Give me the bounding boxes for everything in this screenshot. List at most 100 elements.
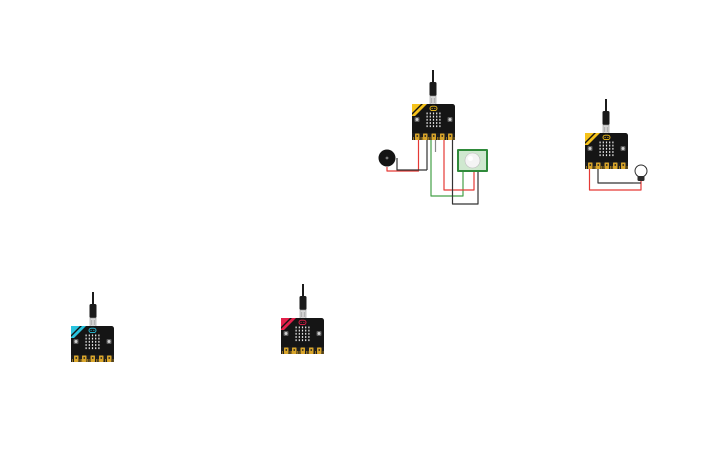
usb-cable-icon[interactable] <box>299 284 307 320</box>
led <box>85 347 87 350</box>
button-a-cap <box>588 147 592 150</box>
usb-cable-icon[interactable] <box>89 292 97 328</box>
buzzer-wire-red <box>386 140 420 172</box>
pin-tooth <box>72 359 73 362</box>
led <box>612 151 614 153</box>
usb-cable-icon[interactable] <box>429 70 437 106</box>
microbit-board-cyan[interactable] <box>71 326 114 362</box>
led <box>432 115 435 118</box>
button-b-cap <box>317 332 321 335</box>
logo-eye <box>93 329 95 331</box>
led <box>429 122 431 124</box>
microbit-board-lamp[interactable] <box>585 133 628 169</box>
led <box>612 144 614 147</box>
pin-tooth <box>601 166 602 169</box>
bulb-glass <box>634 164 648 178</box>
led <box>301 339 304 342</box>
usb-plug-housing <box>602 111 610 125</box>
logo-outline <box>429 105 438 112</box>
led <box>91 334 94 337</box>
led <box>612 147 614 150</box>
button-b-cap <box>621 147 625 150</box>
pin-tooth <box>315 351 316 354</box>
led <box>301 332 304 335</box>
led <box>609 147 611 150</box>
led <box>432 118 435 121</box>
led <box>95 347 97 350</box>
pin-tooth <box>306 351 307 354</box>
led <box>298 336 300 338</box>
pin-hole <box>605 164 608 166</box>
pin-hole <box>424 135 427 137</box>
led <box>599 154 601 157</box>
pin-tooth <box>79 359 81 362</box>
cat-face-icon <box>602 134 611 141</box>
microbit-board-red[interactable] <box>281 318 324 354</box>
microbit-board-motion-alarm[interactable] <box>412 104 455 140</box>
pin-hole <box>108 357 111 359</box>
logo-eye <box>607 136 609 138</box>
led <box>436 115 438 118</box>
led <box>298 339 300 342</box>
logo-outline <box>88 327 97 334</box>
logo-eye <box>431 107 433 109</box>
pin-tooth <box>413 137 414 140</box>
led <box>429 118 431 121</box>
light-bulb-icon[interactable] <box>634 164 648 181</box>
led <box>88 334 90 337</box>
led <box>305 332 307 335</box>
pin-tooth <box>297 351 298 354</box>
pin-tooth <box>593 166 595 169</box>
led <box>95 334 97 337</box>
logo-outline <box>602 134 611 141</box>
board-body <box>71 326 114 362</box>
piezo-buzzer-icon[interactable] <box>378 149 396 167</box>
led <box>605 154 608 157</box>
led <box>599 141 601 144</box>
pir-motion-sensor-icon[interactable] <box>457 149 488 172</box>
pin-hole <box>83 357 86 359</box>
led <box>602 144 604 147</box>
pin-tooth <box>96 359 97 362</box>
led <box>88 344 90 346</box>
pin-tooth <box>429 137 431 140</box>
board-accent-stripe <box>585 133 594 142</box>
led <box>88 347 90 350</box>
pin-tooth <box>428 137 429 140</box>
cat-face-icon <box>88 327 97 334</box>
led <box>602 141 604 144</box>
led <box>439 115 441 118</box>
led <box>605 141 608 144</box>
pin-tooth <box>438 137 440 140</box>
led <box>605 147 608 150</box>
pin-tooth <box>420 137 422 140</box>
led-matrix <box>426 112 441 128</box>
led <box>308 339 310 342</box>
led <box>602 151 604 153</box>
led <box>298 332 300 335</box>
usb-plug-connector <box>429 95 437 106</box>
pin-tooth <box>291 351 292 354</box>
usb-plug-connector <box>299 309 307 320</box>
pir-wire-green <box>430 140 464 197</box>
logo-eye <box>434 107 436 109</box>
led <box>602 147 604 150</box>
led <box>295 329 297 332</box>
usb-plug-connector <box>602 124 610 135</box>
usb-plug-housing <box>429 82 437 96</box>
led <box>98 344 100 346</box>
led <box>429 115 431 118</box>
led <box>609 141 611 144</box>
led <box>609 151 611 153</box>
usb-cable-icon[interactable] <box>602 99 610 135</box>
led <box>602 154 604 157</box>
led <box>295 336 297 338</box>
pin-hole <box>614 164 617 166</box>
pin-hole <box>285 349 288 351</box>
pin-hole <box>75 357 78 359</box>
pin-tooth <box>298 351 300 354</box>
pin-hole <box>318 349 321 351</box>
led <box>295 339 297 342</box>
usb-plug-housing <box>89 304 97 318</box>
